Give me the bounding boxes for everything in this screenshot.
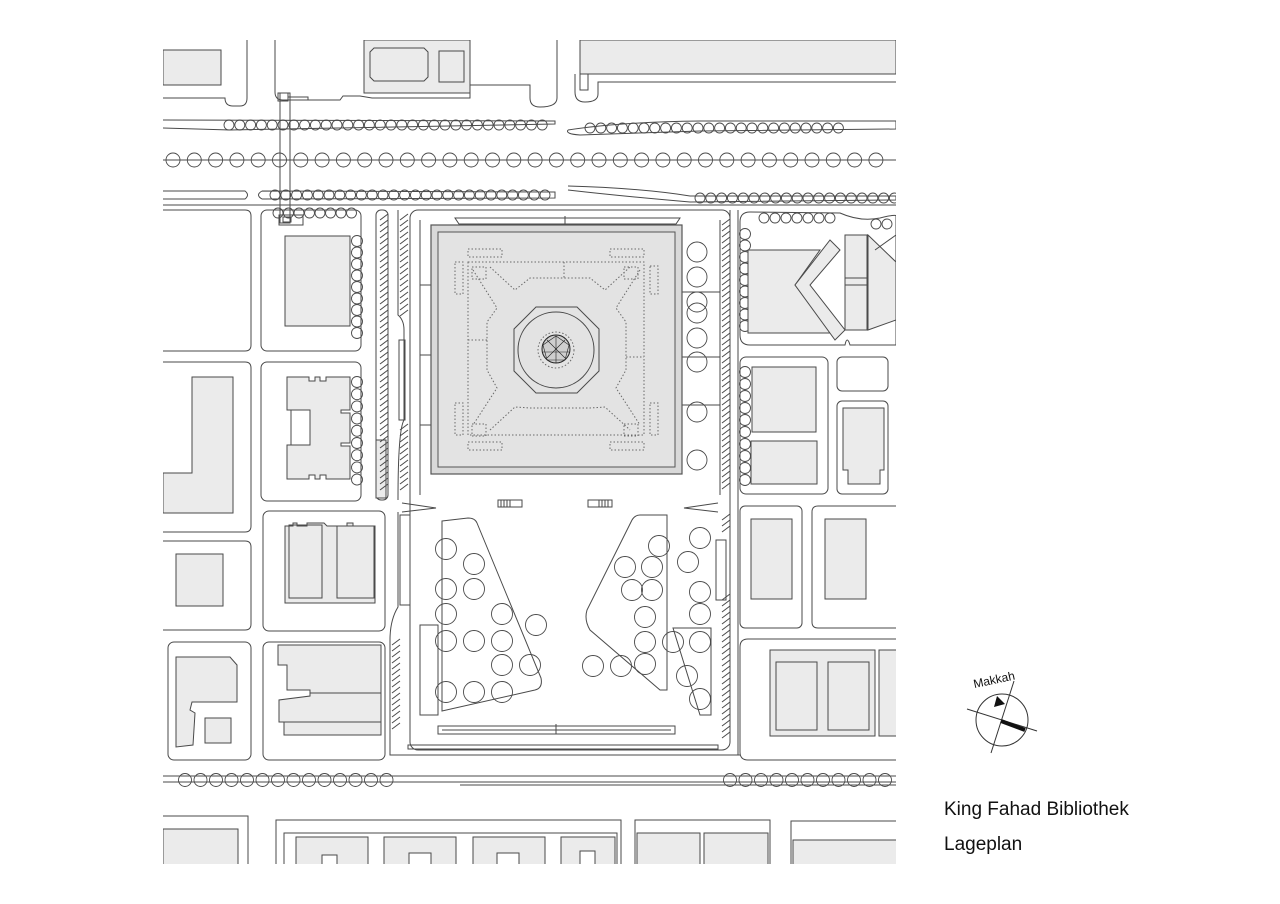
tree-row	[351, 376, 363, 486]
plaza-trees	[435, 527, 711, 710]
qibla-compass-icon	[966, 680, 1038, 754]
boulevard-north	[163, 119, 896, 206]
tree-row	[694, 192, 896, 204]
tree-row	[269, 189, 551, 201]
library-site	[409, 209, 731, 751]
parking-bays	[721, 218, 731, 739]
parking-east	[715, 210, 739, 755]
library-building	[430, 224, 683, 475]
tree-row	[272, 207, 363, 339]
east-blocks	[739, 211, 896, 761]
tree-row	[584, 122, 844, 134]
drawing-subtitle: Lageplan	[944, 834, 1023, 855]
plaza	[401, 499, 719, 750]
dome-icon	[541, 334, 571, 364]
drawing-title: King Fahad Bibliothek	[944, 799, 1129, 820]
tree-row	[165, 152, 884, 168]
tree-row	[723, 773, 892, 787]
top-blocks	[163, 40, 896, 108]
parking-west	[375, 209, 740, 756]
tree-row	[178, 773, 394, 787]
bottom-blocks	[163, 815, 896, 864]
tree-row	[223, 119, 548, 131]
west-blocks	[163, 209, 386, 761]
parking-bays	[379, 213, 409, 730]
pedestrian-bridge	[277, 92, 309, 226]
boulevard-south	[163, 775, 896, 786]
map-area	[163, 40, 896, 864]
